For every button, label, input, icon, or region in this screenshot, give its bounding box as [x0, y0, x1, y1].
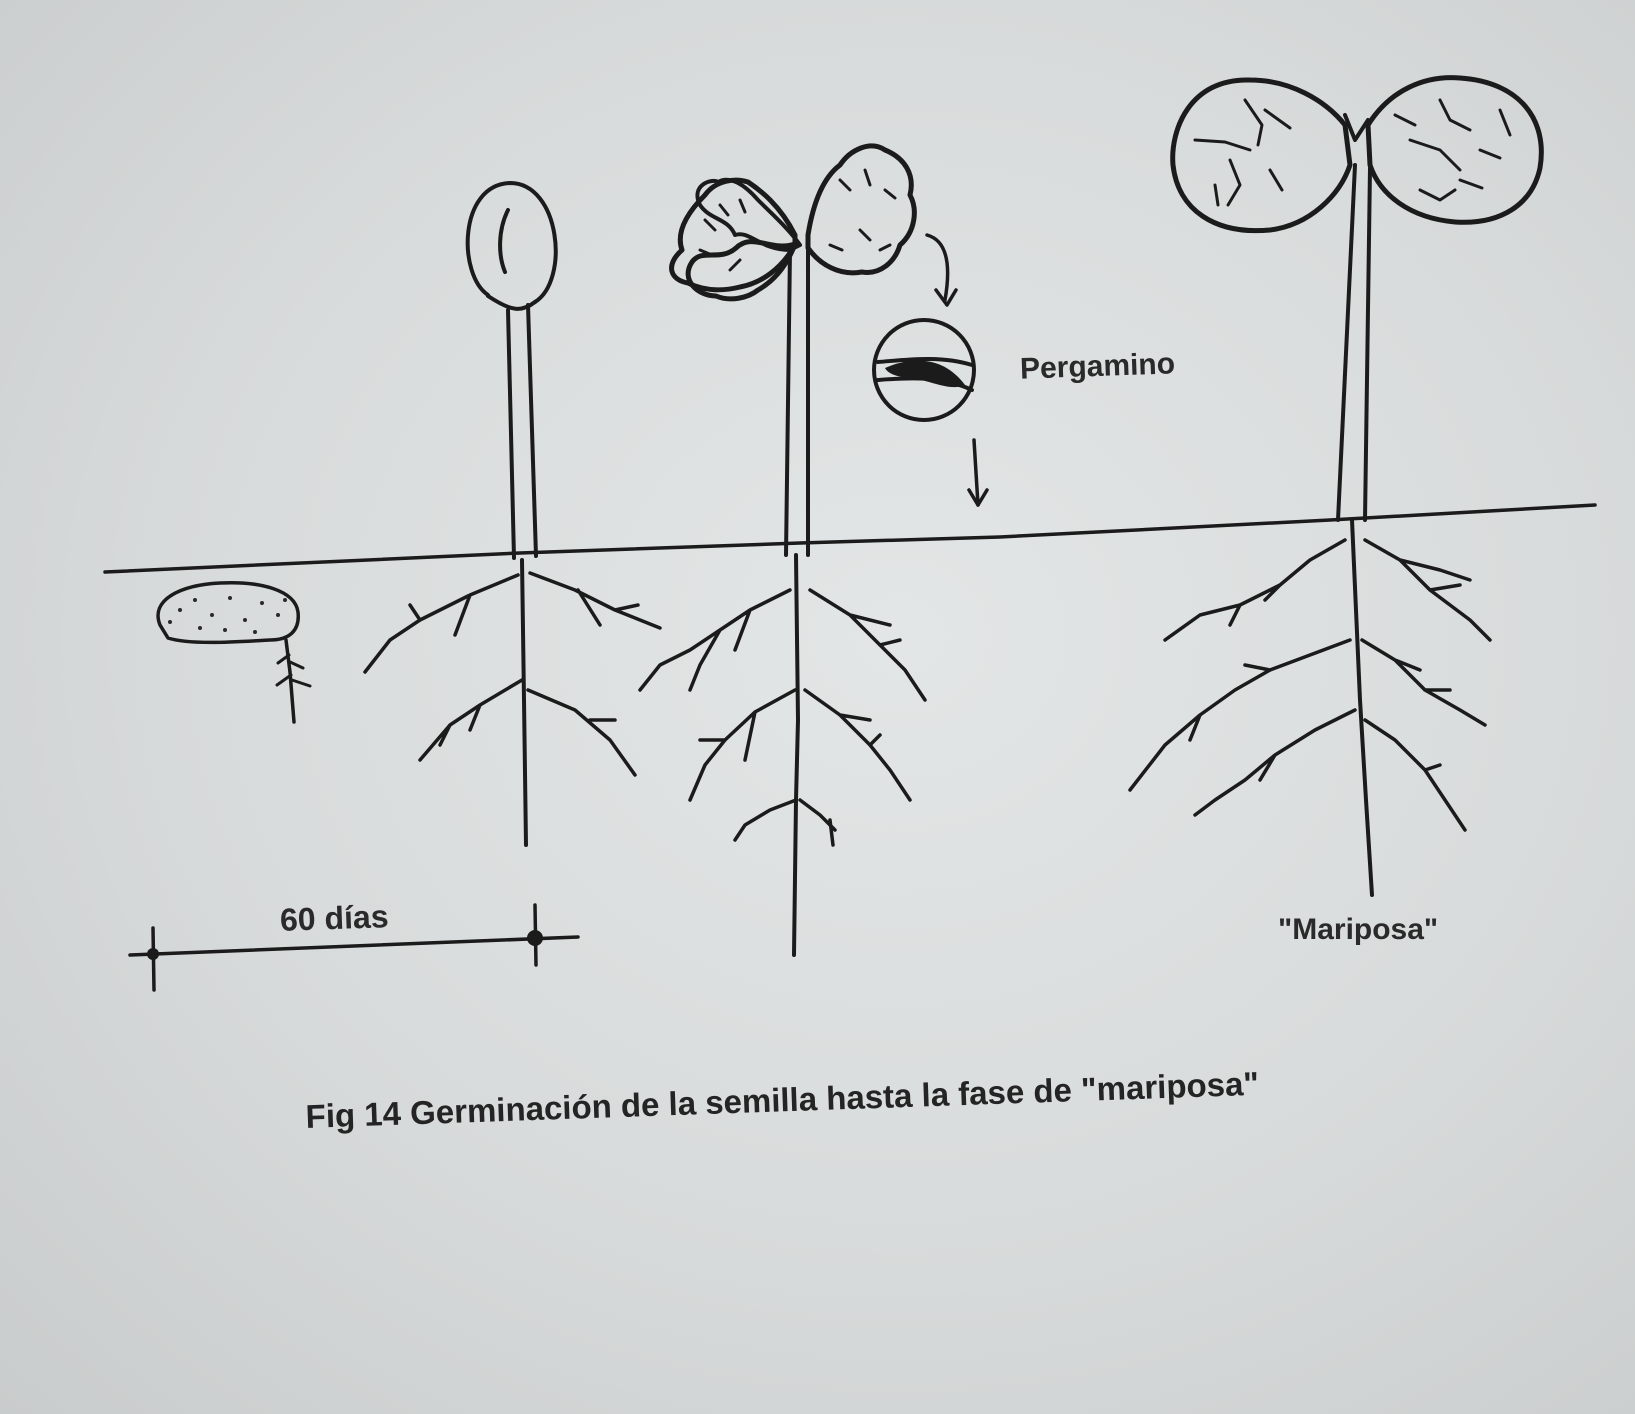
stage-4-butterfly	[1128, 75, 1544, 897]
stage-2-seedling	[363, 181, 662, 847]
duration-label: 60 días	[279, 898, 390, 938]
stage-3-seedling	[638, 143, 927, 957]
stage-1-seed	[156, 580, 312, 724]
parchment-label: Pergamino	[1019, 347, 1176, 386]
parchment-inset	[872, 233, 989, 507]
soil-line	[103, 503, 1597, 574]
time-scale-bar	[128, 903, 580, 992]
butterfly-stage-label: "Mariposa"	[1278, 913, 1439, 946]
